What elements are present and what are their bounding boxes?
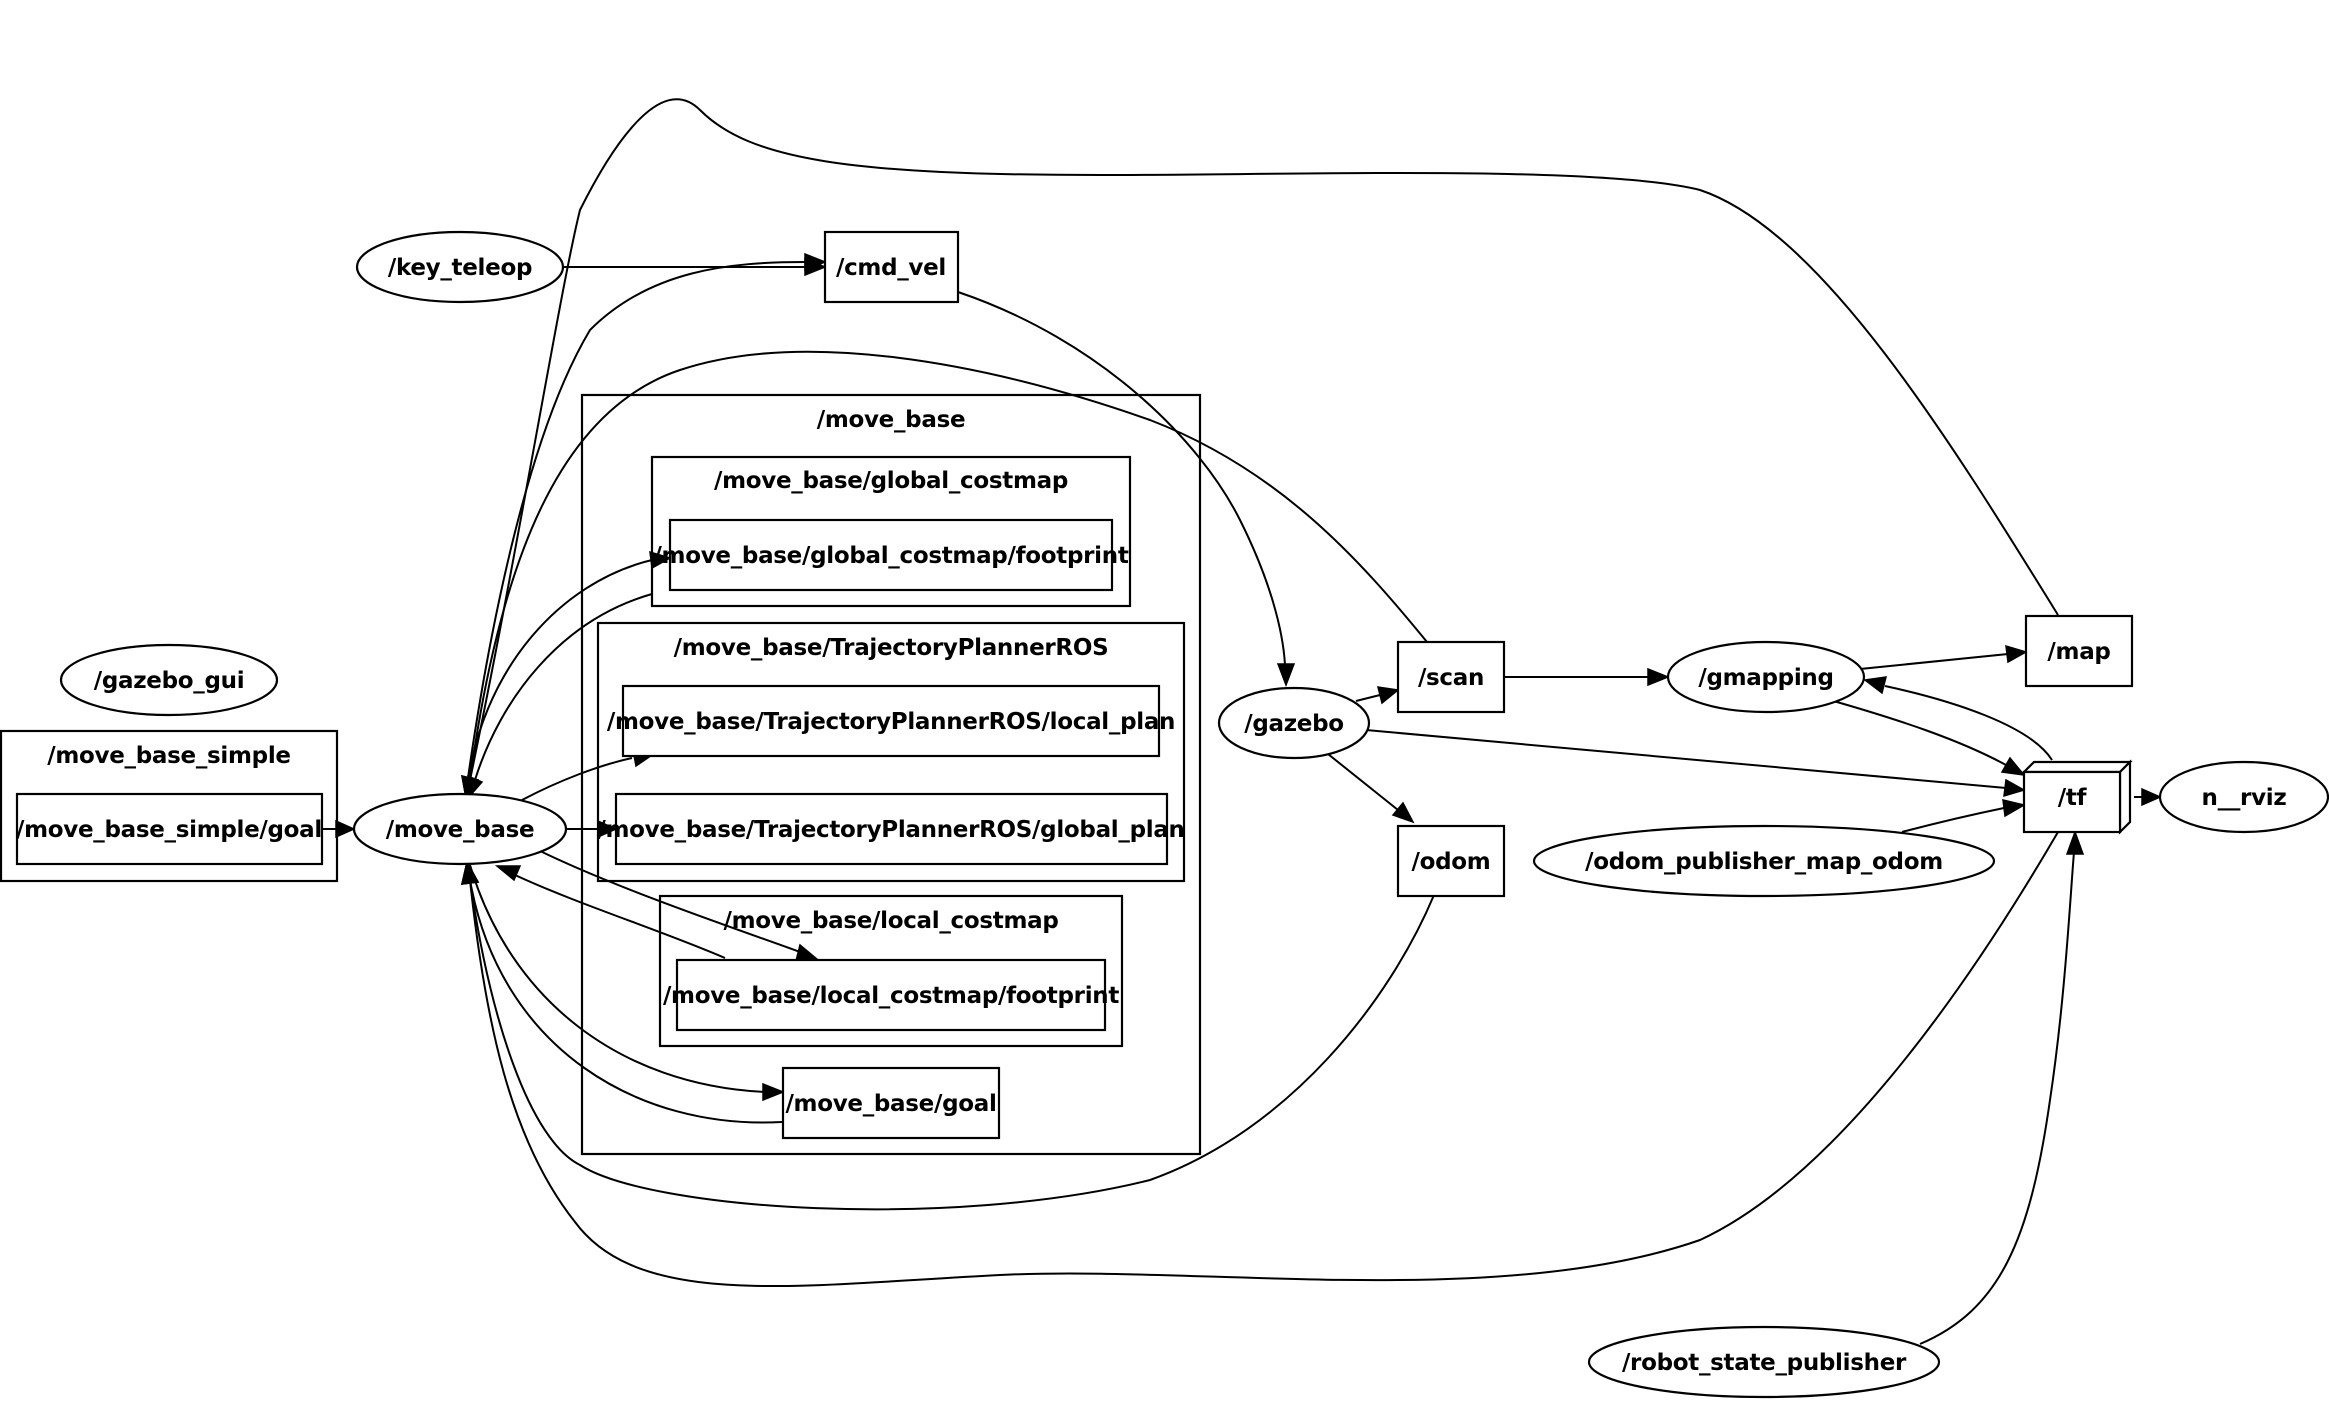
node-gmapping[interactable]: /gmapping: [1666, 640, 1866, 714]
node-label: /odom_publisher_map_odom: [1585, 849, 1943, 875]
edge-gazebo-tf: [1365, 729, 2007, 789]
edges: [322, 98, 2162, 1345]
edge-scan-move-base: [469, 350, 1428, 781]
node-move-base[interactable]: /move_base: [352, 792, 568, 866]
topic-label: /cmd_vel: [836, 255, 946, 281]
topic-tf[interactable]: /tf: [2021, 759, 2133, 835]
cluster-label-move-base-simple: /move_base_simple: [47, 743, 290, 769]
edge-tf-move-base: [469, 831, 2059, 1288]
topic-map[interactable]: /map: [2024, 614, 2134, 688]
topic-label: /odom: [1412, 849, 1491, 875]
edge-odom-move-base: [469, 879, 1435, 1211]
edge-move-base-gc-footprint: [465, 559, 653, 796]
node-label: /key_teleop: [388, 255, 532, 281]
topic-local-costmap-footprint[interactable]: /move_base/local_costmap/footprint: [663, 958, 1120, 1032]
edge-gazebo-scan: [1355, 694, 1381, 702]
arrowhead: [1391, 801, 1415, 824]
edge-goal-move-base: [469, 879, 783, 1124]
topic-cmd-vel[interactable]: /cmd_vel: [823, 230, 960, 304]
topic-label: /move_base_simple/goal: [16, 817, 322, 843]
edge-gmapping-map: [1859, 653, 2009, 670]
cluster-label-move-base: /move_base: [817, 407, 966, 433]
node-robot-state-publisher[interactable]: /robot_state_publisher: [1587, 1325, 1941, 1399]
edge-tf-gmapping: [1884, 685, 2053, 761]
arrowhead: [762, 1082, 786, 1102]
arrowhead: [804, 252, 828, 272]
arrowhead: [467, 774, 484, 800]
topic-label: /move_base/TrajectoryPlannerROS/local_pl…: [607, 709, 1175, 735]
arrowhead: [461, 859, 480, 885]
topic-global-costmap-footprint[interactable]: /move_base/global_costmap/footprint: [653, 518, 1129, 592]
topic-move-base-goal[interactable]: /move_base/goal: [781, 1066, 1001, 1140]
edge-odom-pub-tf: [1901, 807, 2005, 833]
node-gazebo-gui[interactable]: /gazebo_gui: [59, 643, 279, 717]
edge-gazebo-odom: [1327, 753, 1399, 811]
cluster-local-costmap: /move_base/local_costmap: [658, 894, 1124, 1048]
arrowhead: [2002, 799, 2027, 818]
node-key-teleop[interactable]: /key_teleop: [355, 230, 565, 304]
edge-rsp-tf: [1919, 851, 2075, 1345]
node-label: /gmapping: [1698, 665, 1833, 691]
cluster-label-trajectory-planner: /move_base/TrajectoryPlannerROS: [674, 635, 1109, 661]
edge-gc-footprint-move-base: [474, 593, 653, 781]
topic-label: /move_base/local_costmap/footprint: [663, 983, 1119, 1009]
arrowhead: [2005, 644, 2028, 664]
topic-label: /move_base/TrajectoryPlannerROS/global_p…: [597, 817, 1184, 843]
arrowhead: [1863, 676, 1887, 695]
topic-local-plan[interactable]: /move_base/TrajectoryPlannerROS/local_pl…: [607, 684, 1175, 758]
node-label: /move_base: [386, 817, 535, 843]
topic-label: /move_base/global_costmap/footprint: [653, 543, 1128, 569]
arrowhead: [2141, 787, 2162, 807]
node-rviz[interactable]: n__rviz: [2158, 760, 2329, 834]
edge-move-base-local-plan: [521, 757, 633, 801]
edge-map-move-base: [469, 98, 2059, 781]
edge-cmd-vel-gazebo: [957, 291, 1286, 666]
arrowhead: [2003, 778, 2026, 798]
cluster-move-base: /move_base: [580, 393, 1202, 1156]
topic-label: /move_base/goal: [785, 1091, 996, 1117]
node-label: /robot_state_publisher: [1622, 1350, 1907, 1376]
node-label: /gazebo_gui: [94, 668, 245, 694]
node-odom-publisher-map-odom[interactable]: /odom_publisher_map_odom: [1532, 824, 1996, 898]
edge-lc-footprint-move-base: [514, 874, 726, 959]
arrowhead: [795, 943, 820, 962]
topic-label: /map: [2047, 639, 2110, 665]
arrowhead: [2000, 756, 2026, 777]
topic-label: /tf: [2058, 785, 2088, 811]
edge-gmapping-tf: [1829, 699, 2007, 766]
cluster-label-global-costmap: /move_base/global_costmap: [714, 468, 1068, 494]
topic-scan[interactable]: /scan: [1396, 640, 1506, 714]
topic-odom[interactable]: /odom: [1396, 824, 1506, 898]
edge-move-base-cmd-vel: [465, 261, 806, 793]
node-label: /gazebo: [1244, 711, 1344, 737]
topic-label: /scan: [1418, 665, 1484, 691]
edge-move-base-lc-footprint: [537, 849, 801, 953]
arrowhead: [494, 865, 522, 882]
topic-global-plan[interactable]: /move_base/TrajectoryPlannerROS/global_p…: [597, 792, 1185, 866]
arrowhead: [597, 819, 618, 839]
cluster-label-local-costmap: /move_base/local_costmap: [723, 908, 1058, 934]
arrowhead: [335, 819, 356, 839]
edge-move-base-goal: [469, 864, 766, 1093]
arrowhead: [1647, 667, 1671, 687]
arrowhead: [1276, 663, 1296, 688]
arrowhead: [649, 550, 672, 570]
cluster-move-base-simple: /move_base_simple: [0, 729, 339, 883]
topic-move-base-simple-goal[interactable]: /move_base_simple/goal: [15, 792, 324, 866]
cluster-global-costmap: /move_base/global_costmap: [650, 455, 1132, 608]
node-label: n__rviz: [2202, 785, 2287, 811]
arrowhead: [2065, 829, 2085, 855]
arrowhead: [1376, 686, 1400, 705]
cluster-trajectory-planner: /move_base/TrajectoryPlannerROS: [596, 621, 1186, 883]
node-gazebo[interactable]: /gazebo: [1217, 686, 1371, 760]
